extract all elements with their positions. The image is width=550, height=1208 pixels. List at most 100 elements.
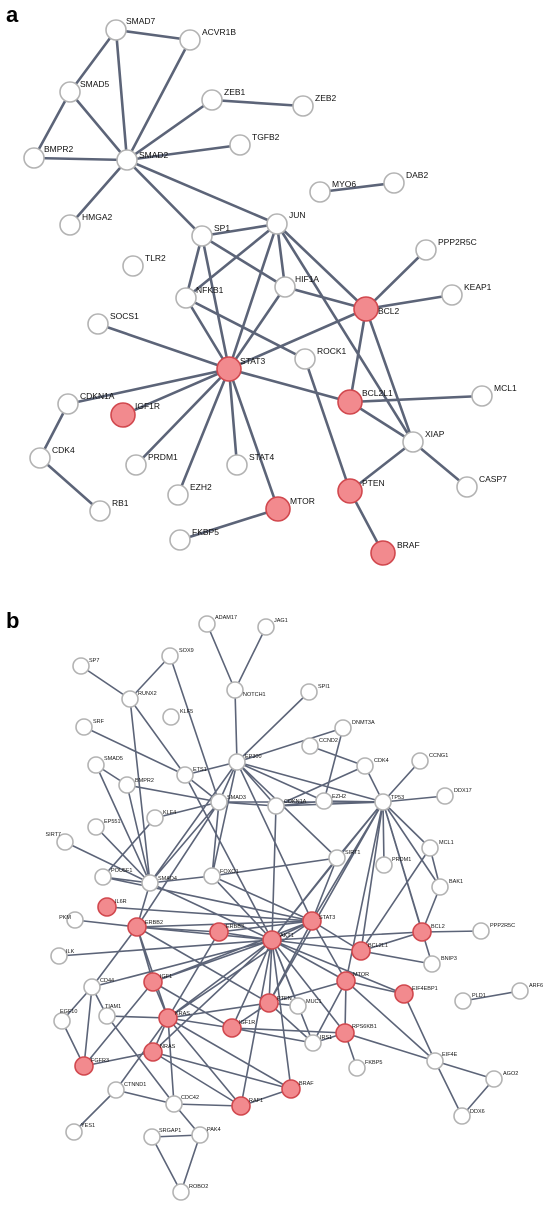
node-circle[interactable]	[300, 683, 318, 701]
node-circle[interactable]	[59, 214, 81, 236]
node-dnmt3a[interactable]: DNMT3A	[334, 719, 375, 737]
node-circle[interactable]	[266, 213, 288, 235]
node-adam17[interactable]: ADAM17	[198, 615, 237, 633]
node-circle[interactable]	[336, 971, 356, 991]
node-circle[interactable]	[375, 856, 393, 874]
node-circle[interactable]	[75, 718, 93, 736]
node-circle[interactable]	[203, 867, 221, 885]
node-circle[interactable]	[259, 993, 279, 1013]
node-circle[interactable]	[334, 719, 352, 737]
node-circle[interactable]	[374, 793, 392, 811]
node-ctnnd1[interactable]: CTNND1	[107, 1081, 146, 1099]
node-il6r[interactable]: IL6R	[97, 897, 127, 917]
node-cd44[interactable]: CD44	[83, 978, 114, 996]
node-igf1[interactable]: IGF1	[143, 972, 172, 992]
node-ccng1[interactable]: CCNG1	[411, 752, 448, 770]
node-smad4[interactable]: SMAD4	[141, 874, 177, 892]
node-bmpr2[interactable]: BMPR2	[118, 776, 154, 794]
node-circle[interactable]	[87, 756, 105, 774]
node-circle[interactable]	[176, 766, 194, 784]
node-circle[interactable]	[436, 787, 454, 805]
node-pkm[interactable]: PKM	[59, 911, 84, 929]
node-dab2[interactable]: DAB2	[383, 170, 428, 194]
node-circle[interactable]	[72, 657, 90, 675]
node-circle[interactable]	[125, 454, 147, 476]
node-circle[interactable]	[394, 984, 414, 1004]
node-ilk[interactable]: ILK	[50, 947, 75, 965]
node-ets1[interactable]: ETS1	[176, 766, 207, 784]
node-circle[interactable]	[511, 982, 529, 1000]
node-circle[interactable]	[226, 681, 244, 699]
node-circle[interactable]	[83, 978, 101, 996]
node-circle[interactable]	[226, 454, 248, 476]
node-circle[interactable]	[337, 478, 363, 504]
node-circle[interactable]	[158, 1008, 178, 1028]
node-circle[interactable]	[97, 897, 117, 917]
node-circle[interactable]	[169, 529, 191, 551]
node-sirt7[interactable]: SIRT7	[46, 832, 74, 851]
node-sp7[interactable]: SP7	[72, 657, 99, 675]
node-circle[interactable]	[143, 972, 163, 992]
node-ago2[interactable]: AGO2	[485, 1070, 518, 1088]
node-circle[interactable]	[423, 955, 441, 973]
node-pten[interactable]: PTEN	[259, 993, 292, 1013]
node-circle[interactable]	[191, 225, 213, 247]
node-mcl1[interactable]: MCL1	[471, 383, 517, 407]
node-cdc42[interactable]: CDC42	[165, 1095, 199, 1113]
node-pou5f1[interactable]: POU5F1	[94, 868, 132, 886]
node-stat3[interactable]: STAT3	[216, 356, 265, 382]
node-cdk4[interactable]: CDK4	[29, 445, 75, 469]
node-circle[interactable]	[412, 922, 432, 942]
node-tlr2[interactable]: TLR2	[122, 253, 166, 277]
node-hif1a[interactable]: HIF1A	[274, 274, 319, 298]
node-circle[interactable]	[411, 752, 429, 770]
node-circle[interactable]	[453, 1107, 471, 1125]
node-zeb2[interactable]: ZEB2	[292, 93, 337, 117]
node-circle[interactable]	[353, 296, 379, 322]
node-eif4ebp1[interactable]: EIF4EBP1	[394, 984, 438, 1004]
node-egf10[interactable]: EGF10	[53, 1009, 77, 1030]
node-braf[interactable]: BRAF	[370, 540, 420, 566]
node-stat4[interactable]: STAT4	[226, 452, 274, 476]
node-circle[interactable]	[262, 930, 282, 950]
node-bcl2[interactable]: BCL2	[353, 296, 400, 322]
node-circle[interactable]	[370, 540, 396, 566]
node-circle[interactable]	[167, 484, 189, 506]
node-bak1[interactable]: BAK1	[431, 878, 463, 896]
node-circle[interactable]	[289, 997, 307, 1015]
node-spi1[interactable]: SPI1	[300, 683, 330, 701]
node-circle[interactable]	[110, 402, 136, 428]
node-circle[interactable]	[143, 1128, 161, 1146]
node-circle[interactable]	[201, 89, 223, 111]
node-ep551[interactable]: EP551	[87, 818, 121, 836]
node-sirt1[interactable]: SIRT1	[328, 849, 361, 867]
node-circle[interactable]	[23, 147, 45, 169]
node-circle[interactable]	[122, 255, 144, 277]
node-runx2[interactable]: RUNX2	[121, 690, 157, 708]
node-raf1[interactable]: RAF1	[231, 1096, 263, 1116]
node-circle[interactable]	[302, 911, 322, 931]
node-erbb3[interactable]: ERBB3	[209, 922, 244, 942]
node-srgap1[interactable]: SRGAP1	[143, 1128, 181, 1146]
node-casp7[interactable]: CASP7	[456, 474, 507, 498]
node-yes1[interactable]: YES1	[65, 1123, 95, 1141]
node-pak4[interactable]: PAK4	[191, 1126, 221, 1144]
node-circle[interactable]	[165, 1095, 183, 1113]
node-circle[interactable]	[57, 393, 79, 415]
node-tp53[interactable]: TP53	[374, 793, 404, 811]
node-pten[interactable]: PTEN	[337, 478, 385, 504]
node-circle[interactable]	[335, 1023, 355, 1043]
node-circle[interactable]	[179, 29, 201, 51]
node-klf5[interactable]: KLF5	[162, 708, 193, 726]
node-acvr1b[interactable]: ACVR1B	[179, 27, 236, 51]
node-cdkn1a[interactable]: CDKN1A	[57, 391, 115, 415]
node-jag1[interactable]: JAG1	[257, 618, 288, 636]
node-circle[interactable]	[471, 385, 493, 407]
node-circle[interactable]	[29, 447, 51, 469]
node-circle[interactable]	[456, 476, 478, 498]
node-circle[interactable]	[337, 389, 363, 415]
node-circle[interactable]	[141, 874, 159, 892]
node-prdm1[interactable]: PRDM1	[125, 452, 178, 476]
node-circle[interactable]	[231, 1096, 251, 1116]
node-fkbp5[interactable]: FKBP5	[169, 527, 219, 551]
